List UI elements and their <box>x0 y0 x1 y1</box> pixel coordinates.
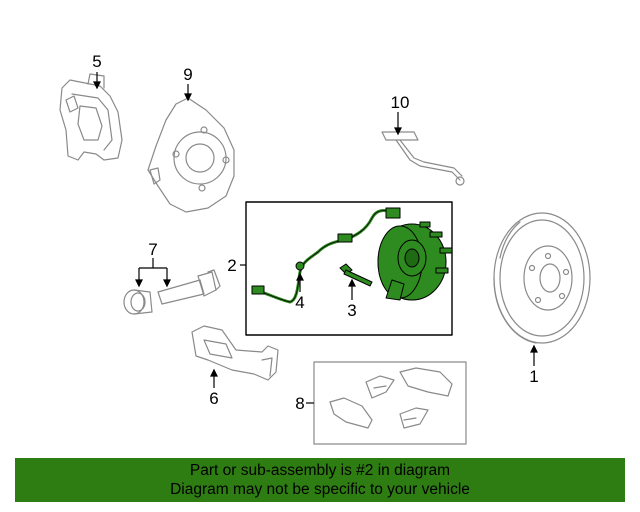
callout-9: 9 <box>183 65 192 84</box>
callout-8: 8 <box>295 394 304 413</box>
callout-4: 4 <box>295 293 304 312</box>
brake-pads-part-8[interactable] <box>313 361 467 445</box>
banner-line-1: Part or sub-assembly is #2 in diagram <box>189 462 451 479</box>
hub-bearing-assembly-part-2[interactable] <box>251 207 453 304</box>
splash-shield-part-9[interactable] <box>147 97 235 213</box>
caliper-bracket-part-6[interactable] <box>191 325 279 381</box>
caliper-part-5[interactable] <box>59 73 123 161</box>
brake-hose-part-10[interactable] <box>381 131 465 186</box>
callout-2: 2 <box>227 256 236 275</box>
callout-7: 7 <box>148 240 157 259</box>
banner-line-2: Diagram may not be specific to your vehi… <box>170 481 470 498</box>
callout-6: 6 <box>209 389 218 408</box>
info-banner: Part or sub-assembly is #2 in diagram Di… <box>15 458 625 502</box>
callout-5: 5 <box>92 52 101 71</box>
hub-assembly-box <box>245 201 453 336</box>
rotor-part-1[interactable] <box>493 212 591 344</box>
callout-10: 10 <box>391 93 410 112</box>
callout-3: 3 <box>347 301 356 320</box>
callout-1: 1 <box>529 367 538 386</box>
guide-pin-part-7[interactable] <box>123 269 221 315</box>
bolt-part-3[interactable] <box>339 263 373 287</box>
